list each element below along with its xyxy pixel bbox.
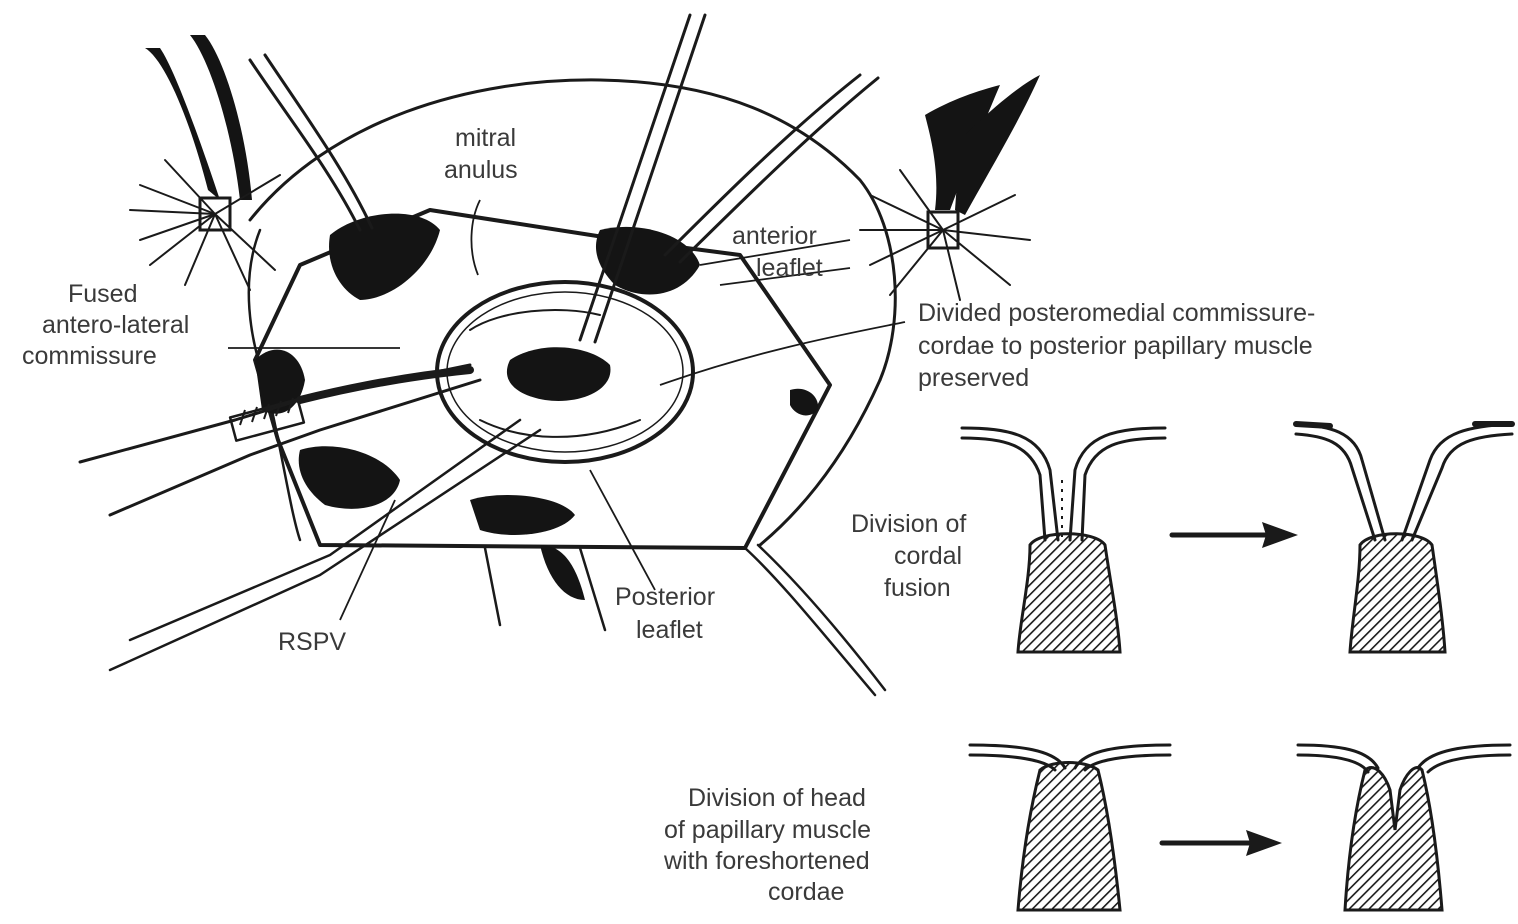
mitral-anulus-line1: mitral [455, 124, 516, 152]
fused-commissure-line3: commissure [22, 342, 157, 370]
division-head-line4: cordae [768, 878, 844, 906]
division-cordal-line1: Division of [851, 510, 966, 538]
division-cordal-line2: cordal [894, 542, 962, 570]
anterior-leaflet-line2: leaflet [756, 254, 823, 282]
label-rspv: RSPV [278, 628, 346, 656]
anterior-leaflet-line1: anterior [732, 222, 817, 250]
label-fused-commissure: Fused antero-lateral commissure [22, 280, 189, 370]
label-divided-commissure: Divided posteromedial commissure- cordae… [918, 299, 1315, 392]
division-head-line2: of papillary muscle [664, 816, 871, 844]
fused-commissure-line1: Fused [68, 280, 137, 308]
inset-cordal-fusion: Division of cordal fusion [851, 424, 1512, 652]
arrow-right-icon [1172, 522, 1298, 548]
divided-commissure-line3: preserved [918, 364, 1029, 392]
posterior-leaflet-line1: Posterior [615, 583, 715, 611]
division-cordal-line3: fusion [884, 574, 951, 602]
arrow-right-icon-2 [1162, 830, 1282, 856]
papillary-head-before [970, 745, 1170, 910]
divided-commissure-line1: Divided posteromedial commissure- [918, 299, 1315, 327]
papillary-head-after [1298, 745, 1510, 910]
valve-orifice [507, 347, 611, 401]
mitral-anulus-line2: anulus [444, 156, 518, 184]
divided-commissure-line2: cordae to posterior papillary muscle [918, 332, 1313, 360]
cordal-fusion-before [962, 428, 1165, 652]
posterior-leaflet-line2: leaflet [636, 616, 703, 644]
label-posterior-leaflet: Posterior leaflet [615, 583, 715, 644]
cordal-fusion-after [1296, 424, 1512, 652]
division-head-line1: Division of head [688, 784, 866, 812]
division-head-line3: with foreshortened [663, 847, 870, 875]
right-retractor [665, 75, 1040, 300]
label-mitral-anulus: mitral anulus [444, 124, 518, 184]
fused-commissure-line2: antero-lateral [42, 311, 189, 339]
inset-papillary-head: Division of head of papillary muscle wit… [663, 745, 1510, 910]
